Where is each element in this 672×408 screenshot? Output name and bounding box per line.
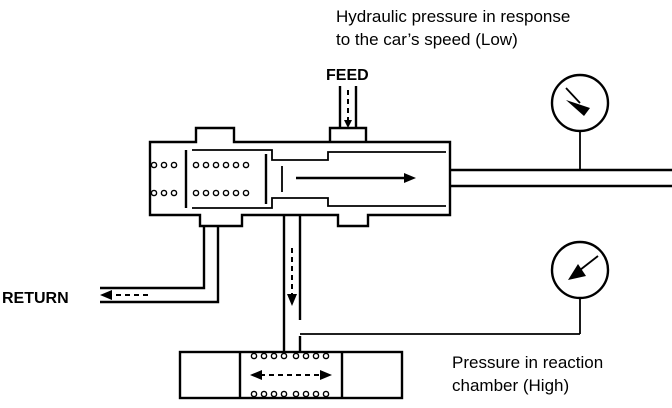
return-label: RETURN — [2, 290, 69, 307]
reaction-chamber-gauge — [550, 240, 610, 300]
reaction-label-line1: Pressure in reaction — [452, 353, 603, 372]
reaction-chamber-spring — [250, 352, 330, 398]
speed-pressure-label-line1: Hydraulic pressure in response — [336, 7, 570, 26]
valve-spring — [150, 161, 250, 197]
speed-pressure-output-pipe — [450, 132, 672, 188]
reaction-chamber-pipe — [282, 215, 581, 352]
feed-inlet — [328, 86, 368, 142]
speed-pressure-label-line2: to the car’s speed (Low) — [336, 30, 518, 49]
speed-pressure-gauge — [550, 73, 610, 133]
valve-body — [148, 126, 452, 228]
return-line — [100, 226, 220, 304]
reaction-label-line2: chamber (High) — [452, 376, 569, 395]
reaction-chamber — [178, 350, 404, 400]
feed-label: FEED — [326, 67, 369, 84]
